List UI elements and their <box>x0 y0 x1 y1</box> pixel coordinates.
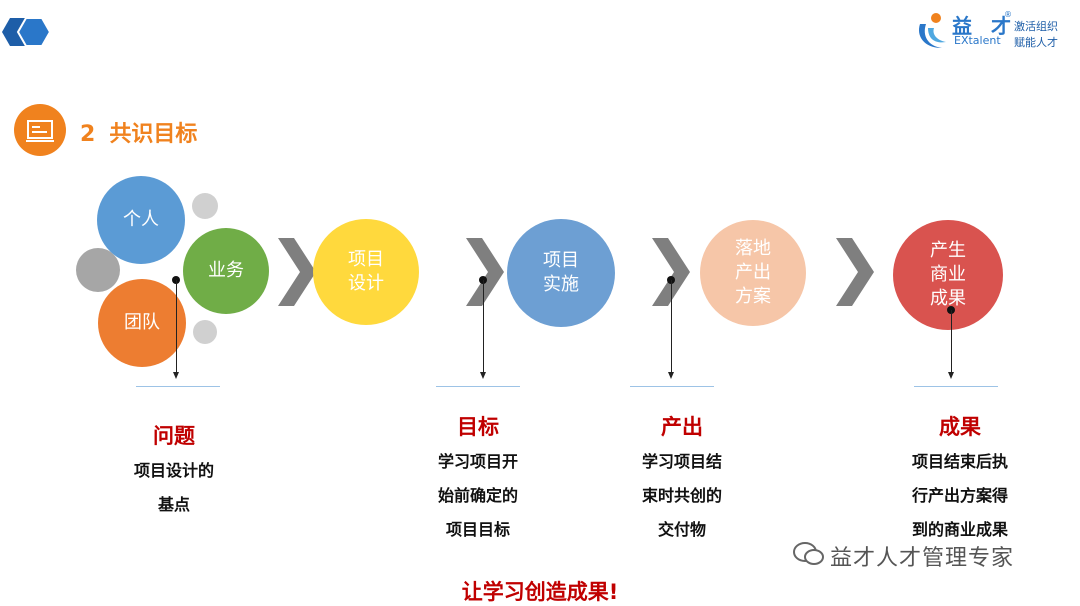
chevron-right-icon <box>836 238 874 306</box>
section-number: 2 <box>80 122 96 147</box>
label-output-line: 束时共创的 <box>641 486 722 505</box>
brand-slogan-line1: 激活组织 <box>1014 20 1058 33</box>
connector-line <box>951 310 952 372</box>
label-results-line: 到的商业成果 <box>911 520 1008 539</box>
label-output-title: 产出 <box>661 415 703 439</box>
section-title-text: 共识目标 <box>109 122 198 147</box>
section-title: 2 共识目标 <box>80 116 211 148</box>
decor-dot-gray-top <box>192 193 218 219</box>
label-output-line: 交付物 <box>657 520 706 539</box>
label-results-title: 成果 <box>939 415 981 439</box>
chevron-right-icon <box>278 238 316 306</box>
watermark-text: 益才人才管理专家 <box>830 546 1015 571</box>
label-goal-title: 目标 <box>457 415 499 439</box>
label-output-line: 学习项目结 <box>641 452 722 471</box>
label-problem-title: 问题 <box>153 424 195 448</box>
circle-team: 团队 <box>98 279 186 367</box>
brand-name-cn: 益 才 <box>952 14 1017 38</box>
divider-line <box>436 386 520 387</box>
connector-line <box>483 280 484 372</box>
label-results-line: 项目结束后执 <box>911 452 1008 471</box>
connector-arrowhead <box>948 372 954 379</box>
brand-logo: 益 才 ® EXtalent 激活组织 赋能人才 <box>914 10 1074 54</box>
hexagon-logo-icon <box>2 17 52 47</box>
label-goal-line: 项目目标 <box>445 520 510 539</box>
section-icon <box>14 104 66 156</box>
divider-line <box>914 386 998 387</box>
connector-line <box>176 280 177 372</box>
connector-arrowhead <box>480 372 486 379</box>
connector-arrowhead <box>173 372 179 379</box>
brand-slogan-line2: 赋能人才 <box>1014 36 1058 49</box>
connector-arrowhead <box>668 372 674 379</box>
divider-line <box>630 386 714 387</box>
slide-icon <box>26 120 54 142</box>
registered-mark: ® <box>1004 10 1012 19</box>
label-goal-line: 学习项目开 <box>437 452 518 471</box>
circle-output-plan: 落地 产出 方案 <box>700 220 806 326</box>
label-goal-line: 始前确定的 <box>437 486 518 505</box>
brand-name-en: EXtalent <box>954 34 1001 47</box>
circle-business-results: 产生 商业 成果 <box>893 220 1003 330</box>
circle-business: 业务 <box>183 228 269 314</box>
label-problem-line: 基点 <box>157 495 190 514</box>
wechat-icon <box>793 542 824 565</box>
extalent-logo-icon <box>918 13 946 48</box>
circle-project-design: 项目 设计 <box>313 219 419 325</box>
decor-dot-gray-bottom <box>193 320 217 344</box>
label-results-line: 行产出方案得 <box>911 486 1008 505</box>
circle-project-implement: 项目 实施 <box>507 219 615 327</box>
connector-line <box>671 280 672 372</box>
chevron-right-icon <box>466 238 504 306</box>
circle-personal: 个人 <box>97 176 185 264</box>
divider-line <box>136 386 220 387</box>
decor-dot-gray-large <box>76 248 120 292</box>
label-problem-line: 项目设计的 <box>133 461 214 480</box>
slogan: 让学习创造成果! <box>461 580 619 604</box>
